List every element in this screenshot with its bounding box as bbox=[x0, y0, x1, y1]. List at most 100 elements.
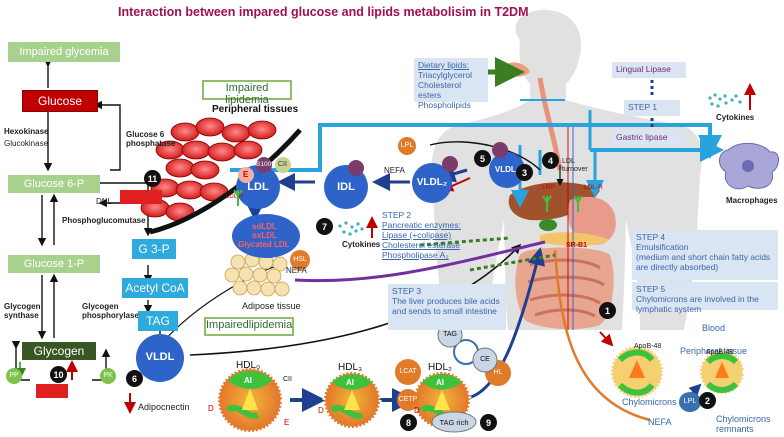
glucose6-phosphatase-label: Glucose 6 phosphatase bbox=[126, 130, 176, 148]
phospholipids-label: Phospholipids bbox=[418, 100, 471, 110]
tag-hdl-label: TAG bbox=[443, 331, 457, 338]
badge-8: 8 bbox=[400, 414, 417, 431]
step2-title: STEP 2 bbox=[382, 210, 412, 220]
phosphoglucomutase-label: Phosphoglucomutase bbox=[62, 216, 146, 225]
inhibited-enzyme-dnl bbox=[120, 190, 162, 204]
lpl-node: LPL bbox=[400, 142, 414, 149]
hdl0-ai-label: AI bbox=[244, 376, 252, 385]
ldl-node: LDL bbox=[247, 181, 269, 193]
hdl-particles bbox=[216, 366, 472, 434]
dnl-label: DNL bbox=[96, 197, 113, 206]
badge-4: 4 bbox=[542, 152, 559, 169]
badge-7: 7 bbox=[316, 218, 333, 235]
apo-cii-label: CII bbox=[278, 161, 287, 168]
glucose-6p-box: Glucose 6-P bbox=[8, 175, 100, 193]
g3p-box: G 3-P bbox=[132, 239, 176, 259]
lipoprotein-particles bbox=[136, 137, 525, 382]
hdl0-e-label: E bbox=[284, 418, 290, 427]
impaired-lipidemia-top: Impaired lipidemia bbox=[202, 80, 292, 106]
glycated-ldl-label: Glycated LDL bbox=[238, 240, 290, 249]
nefa-mid-label: NEFA bbox=[384, 166, 405, 175]
apo-e-label: E bbox=[243, 170, 249, 179]
glycogen-synthase-label: Glycogen synthase bbox=[4, 302, 41, 320]
step5-panel: STEP 5 Chylomicrons are involved in the … bbox=[632, 282, 778, 314]
hdl2-ai-label: AI bbox=[436, 378, 444, 387]
page-title: Interaction between impared glucose and … bbox=[118, 5, 529, 19]
step2-line4: Phospholipase A₂ bbox=[382, 250, 449, 260]
hdl3-ai-label: AI bbox=[346, 378, 354, 387]
apo-b100-label: B100 bbox=[256, 161, 272, 168]
vldl1-node: VLDL₁ bbox=[494, 165, 520, 174]
step2-line3: Cholesterol esterase bbox=[382, 240, 460, 250]
glucose-1p-box: Glucose 1-P bbox=[8, 255, 100, 273]
step2-line2: Lipase (+colipase) bbox=[382, 230, 452, 240]
glucokinase-label: Glucokinase bbox=[4, 139, 49, 148]
pk-node: PK bbox=[100, 368, 116, 384]
step2-panel: STEP 2 Pancreatic enzymes: Lipase (+coli… bbox=[382, 210, 482, 260]
step2-line1: Pancreatic enzymes: bbox=[382, 220, 461, 230]
adipose-cells bbox=[224, 252, 290, 297]
apob48-chylomicron-label: ApoB-48 bbox=[634, 343, 662, 350]
badge-10: 10 bbox=[50, 366, 67, 383]
badge-2: 2 bbox=[699, 392, 716, 409]
ldl-turnover-label: LDL turnover bbox=[562, 158, 588, 173]
impaired-glycemia-box: Impaired glycemia bbox=[8, 42, 120, 62]
macrophages-label: Macrophages bbox=[726, 196, 778, 205]
chylomicron-particles bbox=[609, 344, 746, 400]
badge-9: 9 bbox=[480, 414, 497, 431]
hdl3-label: HDL₃ bbox=[338, 362, 363, 373]
dietary-lipids-title: Dietary lipids: bbox=[418, 60, 470, 70]
vldl-node: VLDL bbox=[145, 351, 175, 363]
cytokines-right-label: Cytokines bbox=[716, 113, 755, 122]
cetp-node: CETP bbox=[398, 396, 418, 403]
impaired-lipidemia-bottom: Impairedlipidemia bbox=[204, 317, 294, 336]
gastric-lipase-box: Gastric lipase bbox=[612, 130, 686, 146]
cytokines-mid-label: Cytokines bbox=[342, 240, 381, 249]
badge-3: 3 bbox=[516, 164, 533, 181]
adiponectin-label: Adipocnectin bbox=[138, 402, 190, 412]
vldl2-node: VLDL₂ bbox=[416, 177, 448, 188]
hexokinase-label: Hexokinase bbox=[4, 127, 49, 136]
inhibited-enzyme-glycogen bbox=[36, 384, 68, 398]
pp-node: PP bbox=[6, 368, 22, 384]
badge-6: 6 bbox=[126, 370, 143, 387]
sdldl-label: sdLDL bbox=[252, 222, 277, 231]
adipose-tissue-label: Adipose tissue bbox=[242, 301, 301, 311]
badge-5: 5 bbox=[474, 150, 491, 167]
ldl-r-peripheral-label: LDL-R bbox=[226, 194, 244, 200]
hdl3-d-label: D bbox=[318, 406, 324, 415]
sr-b1-label: SR-B1 bbox=[566, 242, 588, 249]
lingual-lipase-box: Lingual Lipase bbox=[612, 62, 686, 78]
ce-label: CE bbox=[480, 356, 490, 363]
hl-node: HL bbox=[493, 369, 503, 376]
triacylglycerol-label: Triacylglycerol bbox=[418, 70, 473, 80]
vessel-wall bbox=[149, 128, 302, 235]
nefa-right-label: NEFA bbox=[648, 417, 672, 427]
lcat-node: LCAT bbox=[399, 368, 417, 375]
stomach bbox=[567, 196, 616, 245]
chylomicron-remnants-label: Chylomicrons remnants bbox=[716, 414, 771, 434]
blood-label: Blood bbox=[702, 323, 726, 333]
hdl2-label: HDL₂ bbox=[428, 362, 452, 373]
tag-box: TAG bbox=[138, 311, 178, 331]
macrophage bbox=[719, 143, 779, 190]
pancreas bbox=[540, 232, 610, 247]
tag-rich-label: TAG rich bbox=[439, 418, 469, 427]
dietary-lipids-panel: Dietary lipids: Triacylglycerol Choleste… bbox=[414, 58, 488, 110]
idl-node: IDL bbox=[337, 181, 355, 193]
hdl0-label: HDL₀ bbox=[236, 360, 261, 371]
peripheral-tissues-label: Peripheral tissues bbox=[212, 104, 299, 115]
oxldl-label: oxLDL bbox=[252, 231, 277, 240]
glucose-box: Glucose bbox=[22, 90, 98, 112]
glycogen-box: Glycogen bbox=[22, 342, 96, 360]
intestines bbox=[515, 247, 614, 330]
hdl0-cii-label: CII bbox=[283, 376, 292, 383]
ldl-r-liver-label: LDL-R bbox=[584, 184, 603, 191]
step1-box: STEP 1 bbox=[624, 100, 680, 116]
apob48-remnant-label: ApoB-48 bbox=[706, 349, 734, 356]
chylomicrons-label: Chylomicrons bbox=[622, 397, 677, 407]
peripheral-tissue-label: Peripheral tissue bbox=[680, 346, 748, 356]
hdl2-d-label: D bbox=[414, 406, 420, 415]
